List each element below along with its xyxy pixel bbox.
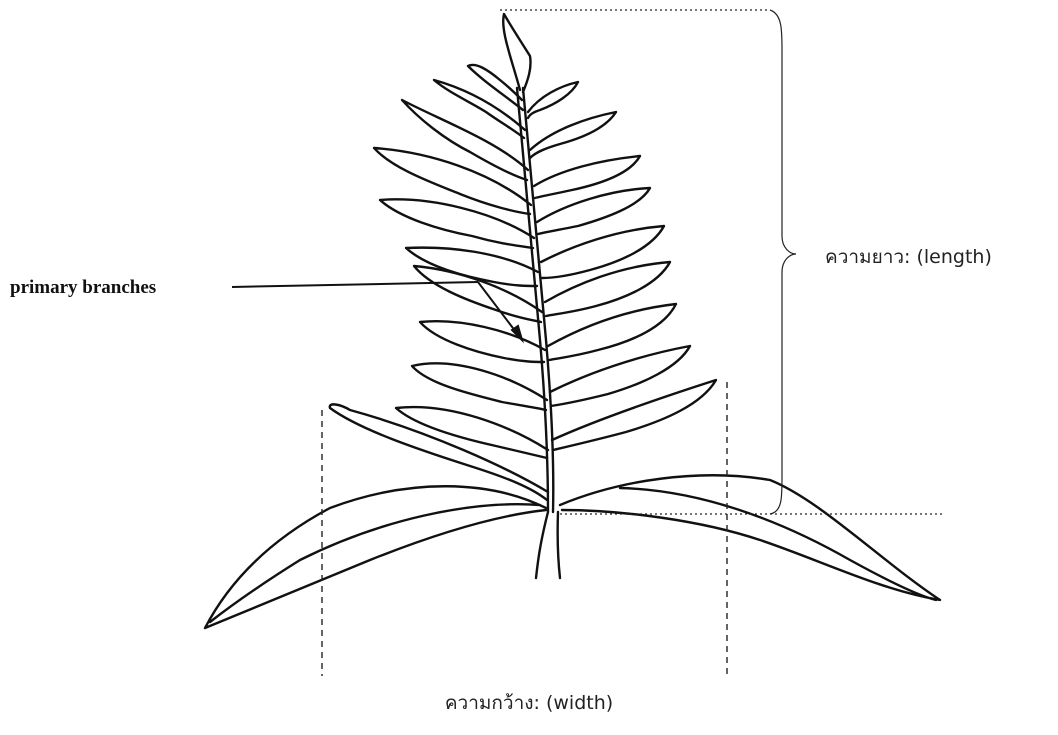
- length-label: ความยาว: (length): [825, 242, 992, 272]
- primary-branches-pointer: [232, 282, 522, 340]
- width-measure: [322, 382, 727, 676]
- primary-branches-label: primary branches: [10, 277, 156, 299]
- lower-right-leaf: [560, 475, 940, 600]
- width-label: ความกว้าง: (width): [0, 688, 1058, 718]
- terminal-leaflet: [503, 14, 530, 92]
- right-pinnae: [528, 82, 716, 450]
- lower-left-leaf: [205, 486, 546, 628]
